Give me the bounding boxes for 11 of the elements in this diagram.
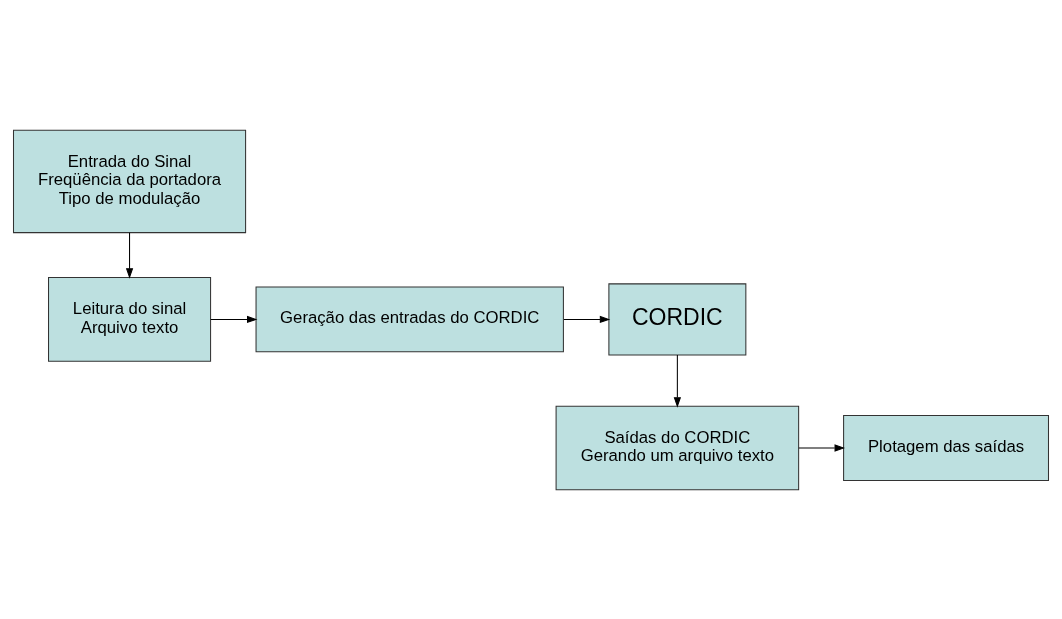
arrow bbox=[563, 315, 611, 323]
node-box: Plotagem das saídas bbox=[843, 414, 1050, 481]
arrow bbox=[798, 443, 845, 452]
arrow bbox=[210, 315, 258, 323]
node-box: Geração das entradas do CORDIC bbox=[255, 285, 564, 352]
node-box: CORDIC bbox=[608, 282, 747, 355]
arrow bbox=[125, 231, 134, 279]
node-box: Entrada do Sinal Freqüência da portadora Tipo de modulação bbox=[12, 129, 247, 233]
arrow bbox=[673, 354, 682, 408]
node-box: Leitura do sinal Arquivo texto bbox=[48, 276, 212, 362]
node-box: Saídas do CORDIC Gerando um arquivo texto bbox=[555, 405, 800, 490]
